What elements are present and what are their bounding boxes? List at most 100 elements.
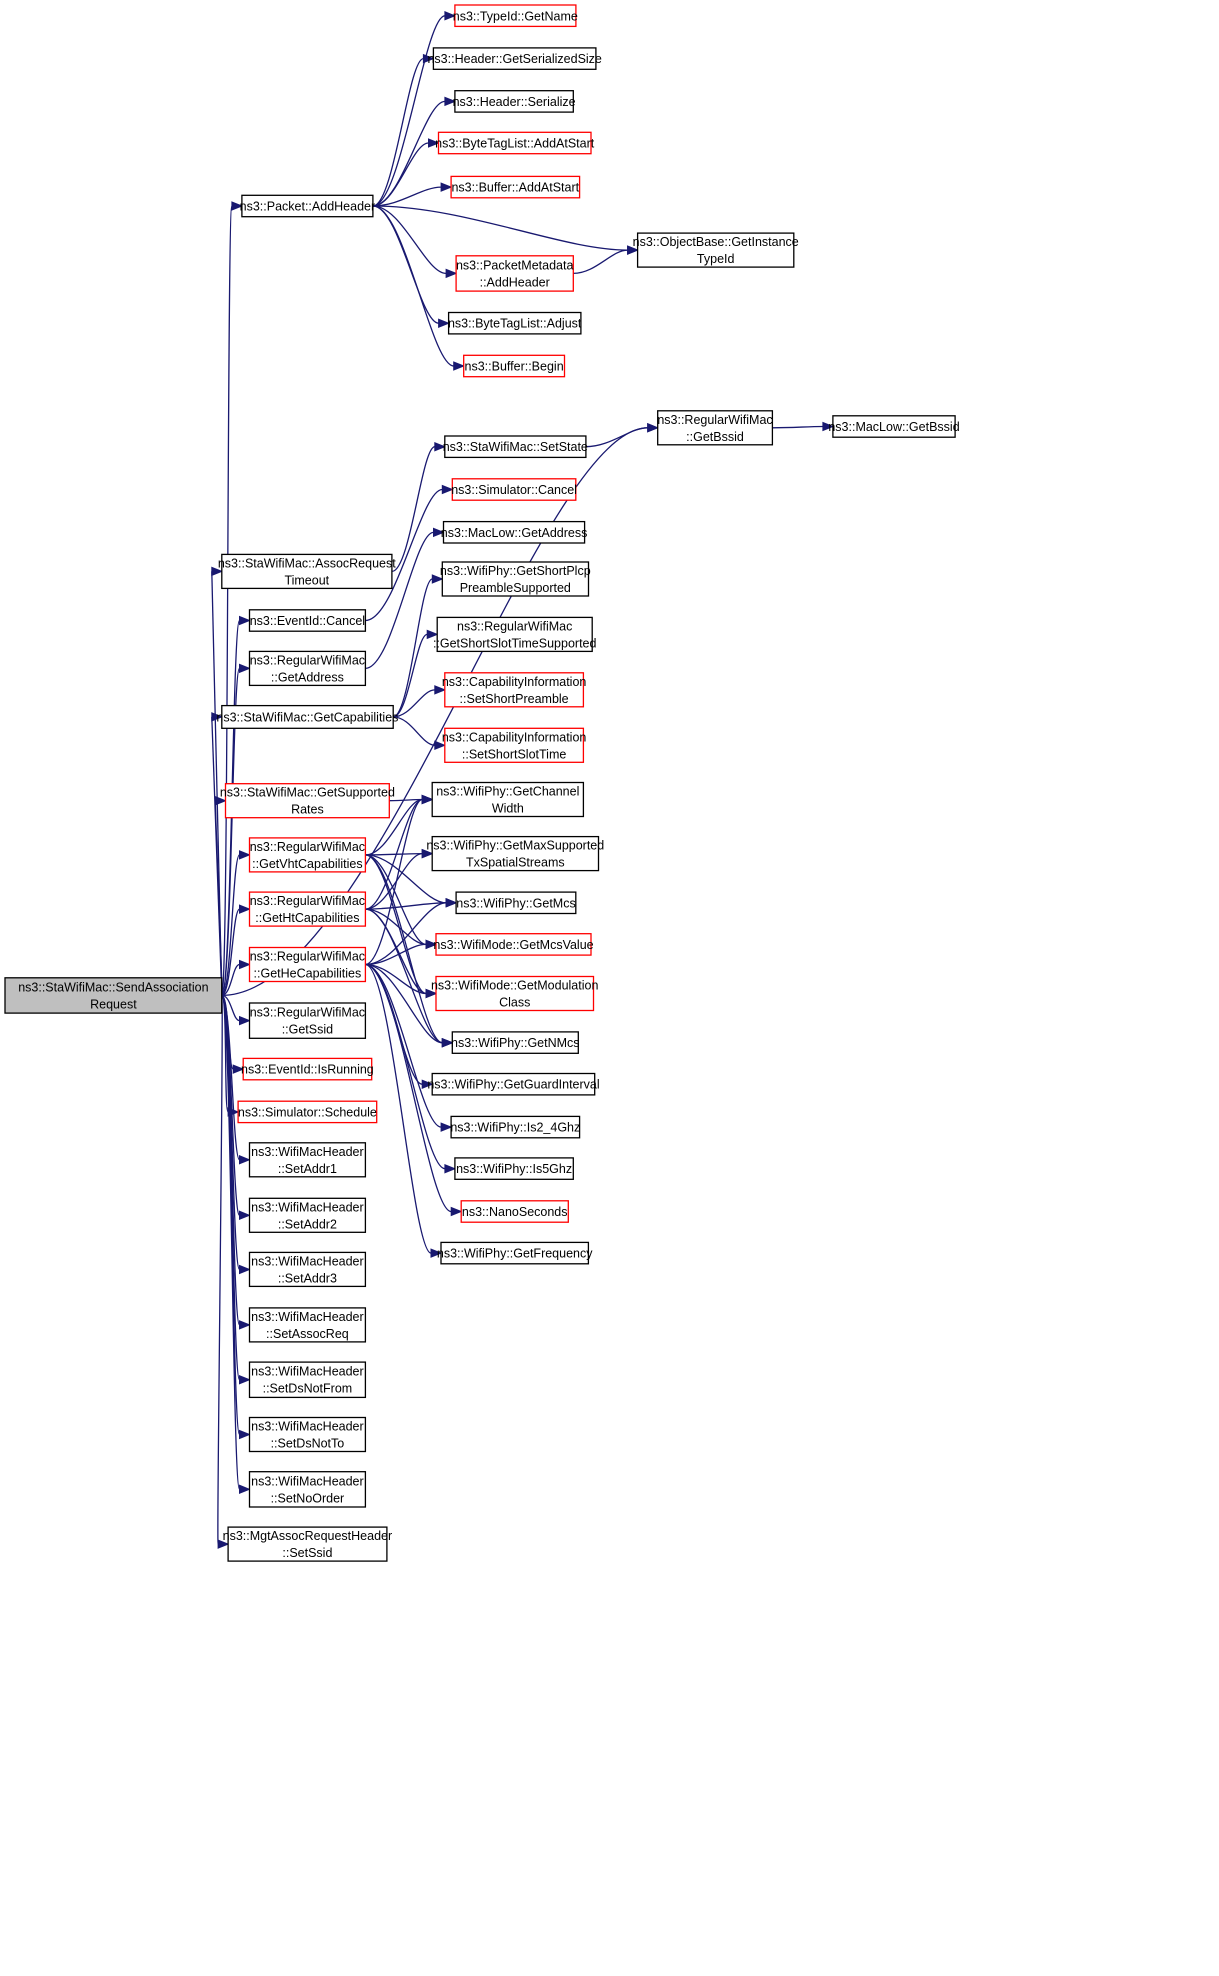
node-label: ns3::WifiPhy::GetNMcs <box>451 1036 580 1050</box>
node-ns3-regularwifimac-gethecapabilities[interactable]: ns3::RegularWifiMac::GetHeCapabilities <box>248 946 367 983</box>
node-ns3-regularwifimac-getvhtcapabilities[interactable]: ns3::RegularWifiMac::GetVhtCapabilities <box>248 837 367 873</box>
node-ns3-stawifimac-setstate[interactable]: ns3::StaWifiMac::SetState <box>443 435 588 459</box>
node-label: ns3::MgtAssocRequestHeader <box>223 1529 393 1543</box>
node-ns3-wifimacheader-setassocreq[interactable]: ns3::WifiMacHeader::SetAssocReq <box>248 1307 367 1343</box>
node-label: Class <box>499 996 530 1010</box>
node-ns3-simulator-schedule[interactable]: ns3::Simulator::Schedule <box>237 1100 378 1124</box>
node-label: ::GetBssid <box>686 430 744 444</box>
node-ns3-maclow-getaddress[interactable]: ns3::MacLow::GetAddress <box>441 520 588 544</box>
node-label: ::SetDsNotTo <box>271 1437 345 1451</box>
node-label: ::GetHtCapabilities <box>255 911 359 925</box>
call-edge <box>372 11 457 207</box>
node-label: TxSpatialStreams <box>466 856 565 870</box>
node-ns3-header-getserializedsize[interactable]: ns3::Header::GetSerializedSize <box>427 47 602 70</box>
node-ns3-eventid-isrunning[interactable]: ns3::EventId::IsRunning <box>241 1057 374 1081</box>
node-ns3-regularwifimac-getaddress[interactable]: ns3::RegularWifiMac::GetAddress <box>248 650 367 687</box>
node-label: ns3::WifiMacHeader <box>251 1420 364 1434</box>
node-ns3-eventid-cancel[interactable]: ns3::EventId::Cancel <box>248 609 367 632</box>
call-edge <box>772 421 835 432</box>
node-label: ns3::WifiMacHeader <box>251 1474 364 1488</box>
call-edge <box>221 201 244 997</box>
node-ns3-regularwifimac-gethtcapabilities[interactable]: ns3::RegularWifiMac::GetHtCapabilities <box>248 891 367 927</box>
node-label: ns3::WifiMacHeader <box>251 1255 364 1269</box>
node-label: ::SetShortPreamble <box>460 692 569 706</box>
node-ns3-wifimacheader-setaddr1[interactable]: ns3::WifiMacHeader::SetAddr1 <box>248 1142 367 1178</box>
node-ns3-wifimode-getmcsvalue[interactable]: ns3::WifiMode::GetMcsValue <box>433 933 594 956</box>
node-ns3-wifiphy-getmcs[interactable]: ns3::WifiPhy::GetMcs <box>455 891 577 915</box>
call-edge <box>393 716 447 751</box>
node-ns3-maclow-getbssid[interactable]: ns3::MacLow::GetBssid <box>828 415 960 438</box>
node-label: ns3::ByteTagList::AddAtStart <box>435 137 595 151</box>
node-ns3-buffer-addatstart[interactable]: ns3::Buffer::AddAtStart <box>450 175 581 199</box>
call-edge <box>365 527 445 670</box>
node-label: ::SetNoOrder <box>271 1491 345 1505</box>
node-ns3-regularwifimac-getssid[interactable]: ns3::RegularWifiMac::GetSsid <box>248 1002 367 1039</box>
node-ns3-typeid-getname[interactable]: ns3::TypeId::GetName <box>453 4 578 28</box>
node-label: ::AddHeader <box>480 275 550 289</box>
node-label: ns3::StaWifiMac::SendAssociation <box>18 980 208 994</box>
node-ns3-wifiphy-is5ghz[interactable]: ns3::WifiPhy::Is5Ghz <box>454 1157 574 1180</box>
node-label: PreambleSupported <box>460 581 571 595</box>
node-ns3-stawifimac-getcapabilities[interactable]: ns3::StaWifiMac::GetCapabilities <box>216 704 398 729</box>
node-ns3-wifimacheader-setnoorder[interactable]: ns3::WifiMacHeader::SetNoOrder <box>248 1471 367 1508</box>
node-ns3-packet-addheader[interactable]: ns3::Packet::AddHeader <box>240 194 376 218</box>
node-label: ns3::StaWifiMac::GetSupported <box>220 786 395 800</box>
node-ns3-wifimacheader-setaddr2[interactable]: ns3::WifiMacHeader::SetAddr2 <box>248 1197 367 1233</box>
node-label: ns3::MacLow::GetBssid <box>828 420 959 434</box>
node-ns3-capabilityinformation-setshortpreamble[interactable]: ns3::CapabilityInformation::SetShortPrea… <box>442 672 587 708</box>
node-ns3-packetmetadata-addheader[interactable]: ns3::PacketMetadata::AddHeader <box>455 255 574 292</box>
call-edge <box>365 963 463 1217</box>
node-ns3-wifiphy-getshortplcppreamblesupported[interactable]: ns3::WifiPhy::GetShortPlcpPreambleSuppor… <box>440 561 591 597</box>
node-ns3-wifimacheader-setaddr3[interactable]: ns3::WifiMacHeader::SetAddr3 <box>248 1251 367 1288</box>
node-ns3-header-serialize[interactable]: ns3::Header::Serialize <box>453 90 576 113</box>
node-ns3-nanoseconds[interactable]: ns3::NanoSeconds <box>460 1200 569 1223</box>
node-label: ns3::ObjectBase::GetInstance <box>633 235 799 249</box>
node-label: ns3::StaWifiMac::GetCapabilities <box>216 710 398 724</box>
node-label: ns3::WifiMode::GetModulation <box>431 979 598 993</box>
node-ns3-wifimacheader-setdsnotto[interactable]: ns3::WifiMacHeader::SetDsNotTo <box>248 1416 367 1453</box>
call-edge <box>365 963 443 1258</box>
call-edge <box>365 898 458 966</box>
node-label: Timeout <box>284 573 329 587</box>
node-ns3-bytetaglist-addatstart[interactable]: ns3::ByteTagList::AddAtStart <box>435 131 595 155</box>
node-label: ns3::WifiMode::GetMcsValue <box>433 938 593 952</box>
call-edge <box>372 205 458 279</box>
node-ns3-regularwifimac-getbssid[interactable]: ns3::RegularWifiMac::GetBssid <box>657 410 774 446</box>
node-ns3-mgtassocrequestheader-setssid[interactable]: ns3::MgtAssocRequestHeader::SetSsid <box>223 1526 393 1562</box>
node-label: ns3::RegularWifiMac <box>250 894 365 908</box>
node-ns3-buffer-begin[interactable]: ns3::Buffer::Begin <box>463 354 566 378</box>
node-label: ns3::RegularWifiMac <box>250 840 365 854</box>
call-edge <box>573 245 639 275</box>
node-label: TypeId <box>697 252 735 266</box>
node-ns3-bytetaglist-adjust[interactable]: ns3::ByteTagList::Adjust <box>447 311 582 335</box>
node-ns3-wifiphy-getguardinterval[interactable]: ns3::WifiPhy::GetGuardInterval <box>427 1072 600 1096</box>
node-label: ns3::TypeId::GetName <box>453 9 578 23</box>
node-ns3-wifiphy-is2-4ghz[interactable]: ns3::WifiPhy::Is2_4Ghz <box>450 1115 580 1139</box>
node-label: ns3::PacketMetadata <box>456 258 573 272</box>
node-ns3-regularwifimac-getshortslottimesupported[interactable]: ns3::RegularWifiMac::GetShortSlotTimeSup… <box>433 616 597 653</box>
call-edge <box>372 205 466 371</box>
node-label: ns3::RegularWifiMac <box>250 1006 365 1020</box>
node-label: ::GetVhtCapabilities <box>252 857 362 871</box>
node-ns3-wifiphy-getfrequency[interactable]: ns3::WifiPhy::GetFrequency <box>437 1241 593 1265</box>
node-label: ns3::CapabilityInformation <box>442 730 587 744</box>
call-edge <box>365 963 454 1048</box>
node-label: ns3::WifiMacHeader <box>251 1145 364 1159</box>
node-ns3-wifimacheader-setdsnotfrom[interactable]: ns3::WifiMacHeader::SetDsNotFrom <box>248 1361 367 1399</box>
node-label: ns3::Simulator::Schedule <box>238 1106 377 1120</box>
node-label: ns3::WifiPhy::GetMcs <box>456 896 575 910</box>
node-ns3-wifiphy-getmaxsupportedtxspatialstreams[interactable]: ns3::WifiPhy::GetMaxSupportedTxSpatialSt… <box>426 835 604 872</box>
node-ns3-wifiphy-getnmcs[interactable]: ns3::WifiPhy::GetNMcs <box>451 1031 580 1054</box>
node-ns3-simulator-cancel[interactable]: ns3::Simulator::Cancel <box>451 478 577 501</box>
node-label: ns3::Buffer::Begin <box>465 360 564 374</box>
call-edge <box>365 939 438 966</box>
node-ns3-capabilityinformation-setshortslottime[interactable]: ns3::CapabilityInformation::SetShortSlot… <box>442 727 587 763</box>
call-edge <box>393 685 447 718</box>
node-label: ::GetShortSlotTimeSupported <box>433 636 597 650</box>
node-label: ns3::EventId::IsRunning <box>241 1063 374 1077</box>
